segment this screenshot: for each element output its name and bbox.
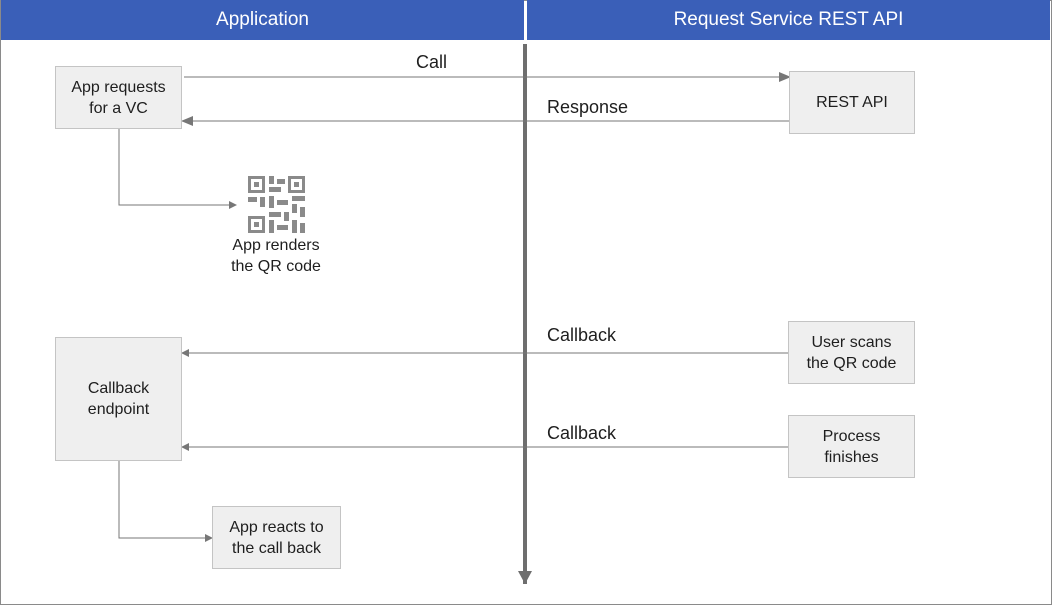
callback-label-2: Callback bbox=[547, 423, 617, 443]
callback-endpoint-node: Callback endpoint bbox=[55, 337, 182, 461]
rest-api-node: REST API bbox=[789, 71, 915, 134]
process-finishes-node: Process finishes bbox=[788, 415, 915, 478]
header-application: Application bbox=[1, 0, 524, 40]
qr-caption: App renders the QR code bbox=[231, 237, 321, 275]
qr-connector bbox=[118, 129, 237, 209]
app-requests-node: App requests for a VC bbox=[55, 66, 182, 129]
app-reacts-node: App reacts to the call back bbox=[212, 506, 341, 569]
qr-code-icon bbox=[248, 176, 305, 233]
timeline-arrowhead bbox=[518, 571, 532, 584]
header-request-service: Request Service REST API bbox=[527, 0, 1050, 40]
react-connector bbox=[118, 461, 213, 542]
call-label: Call bbox=[416, 52, 448, 72]
user-scans-node: User scans the QR code bbox=[788, 321, 915, 384]
callback-label-1: Callback bbox=[547, 325, 617, 345]
response-label: Response bbox=[547, 97, 629, 117]
